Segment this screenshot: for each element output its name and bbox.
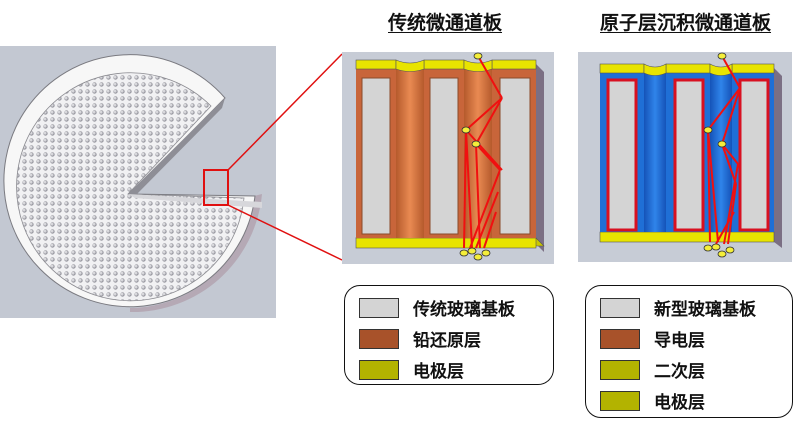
electron-particles [459, 52, 491, 261]
glass-core-2 [429, 77, 459, 235]
top-electrode-2 [665, 63, 711, 74]
channel-1 [644, 72, 666, 232]
top-electrode-1 [355, 59, 397, 70]
top-electrode-3 [491, 59, 537, 70]
glass-core-1 [361, 77, 391, 235]
conductive-layer-1 [606, 78, 638, 232]
swatch-conductive [600, 328, 640, 349]
legend-item-glass: 传统玻璃基板 [359, 295, 515, 320]
legend-label: 传统玻璃基板 [413, 300, 515, 320]
legend-label: 电极层 [413, 362, 464, 382]
disk-cut-face-upper [128, 98, 225, 196]
zoom-region-box [203, 169, 229, 206]
ald-mcp-cross-section [578, 52, 792, 262]
ald-legend: 新型玻璃基板 导电层 二次层 电极层 [585, 285, 793, 418]
bottom-electrode-front [599, 231, 775, 243]
callout-line-top [227, 53, 343, 171]
top-electrode-3 [731, 63, 775, 74]
channel-2 [710, 72, 732, 232]
legend-item-new-glass: 新型玻璃基板 [600, 295, 756, 320]
traditional-mcp-cross-section [342, 52, 554, 264]
legend-item-conductive: 导电层 [600, 326, 705, 351]
glass-core-3 [499, 77, 531, 235]
traditional-mcp-title: 传统微通道板 [388, 12, 503, 34]
ald-mcp-title: 原子层沉积微通道板 [600, 12, 772, 34]
electron-particles [703, 52, 735, 258]
swatch-electrode [359, 359, 399, 380]
top-electrode-2 [423, 59, 465, 70]
swatch-lead-reduced [359, 328, 399, 349]
disk-perforated-face [16, 72, 245, 302]
conductive-layer-3 [738, 78, 770, 232]
swatch-glass [359, 297, 399, 318]
bottom-electrode-front [355, 237, 537, 249]
legend-label: 电极层 [654, 393, 705, 413]
top-electrode-1 [599, 63, 645, 74]
top-electrode-curve-1 [395, 59, 425, 72]
plate-side [774, 68, 782, 248]
electron-cascade [463, 55, 503, 249]
legend-label: 二次层 [654, 362, 705, 382]
plate-side [536, 64, 544, 252]
callout-line-bottom [227, 204, 343, 261]
legend-label: 导电层 [654, 331, 705, 351]
legend-label: 新型玻璃基板 [654, 300, 756, 320]
swatch-new-glass [600, 297, 640, 318]
electron-cascade [707, 55, 741, 245]
legend-item-secondary: 二次层 [600, 357, 705, 382]
legend-item-electrode: 电极层 [600, 388, 705, 413]
swatch-secondary [600, 359, 640, 380]
disk-side-wall [130, 194, 262, 313]
mcp-disk-illustration [0, 46, 276, 318]
channel-1 [396, 68, 424, 238]
legend-item-electrode: 电极层 [359, 357, 464, 382]
conductive-layer-2 [673, 78, 705, 232]
swatch-electrode [600, 390, 640, 411]
top-electrode-curve-1 [643, 63, 667, 76]
legend-item-lead-reduced: 铅还原层 [359, 326, 481, 351]
traditional-legend: 传统玻璃基板 铅还原层 电极层 [344, 285, 554, 385]
legend-label: 铅还原层 [413, 331, 481, 351]
